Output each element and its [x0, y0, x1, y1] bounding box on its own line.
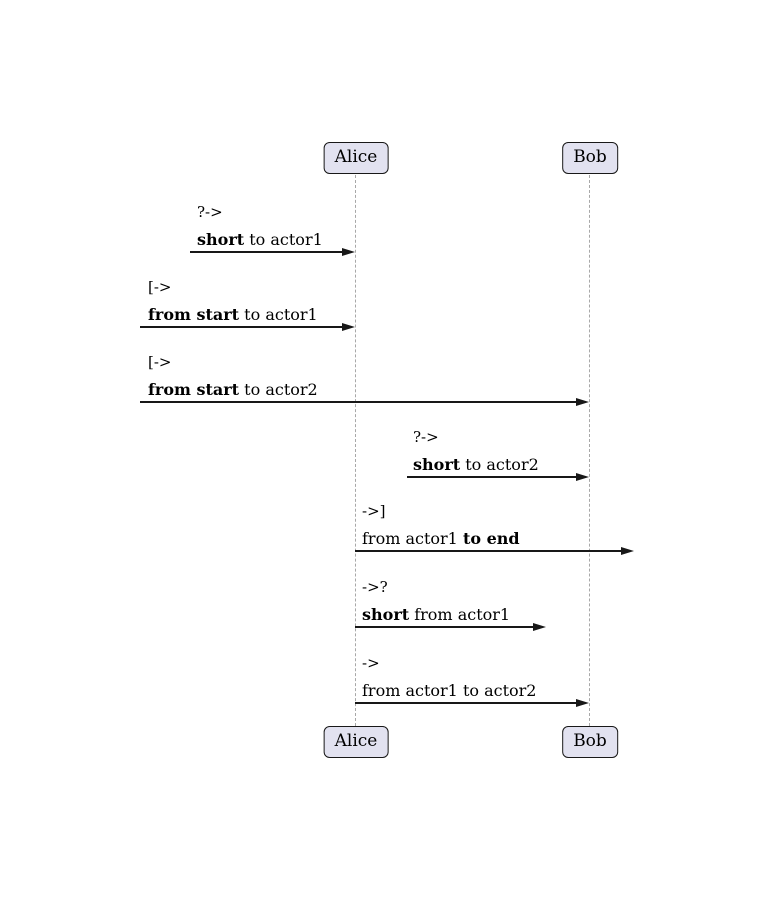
arrow-line	[140, 401, 579, 403]
label-part-bold: from start	[148, 380, 240, 399]
message-syntax-label: ->	[362, 654, 380, 672]
actor-label: Alice	[334, 731, 378, 751]
actor-top-box-bob: Bob	[562, 142, 618, 174]
message-text-label: from actor1 to actor2	[362, 680, 536, 701]
message-arrow	[190, 247, 355, 257]
actor-label: Bob	[573, 147, 607, 167]
lifeline-bob	[589, 175, 590, 726]
actor-top-box-alice: Alice	[323, 142, 389, 174]
label-part: to actor1	[244, 230, 323, 249]
message-arrow	[140, 322, 355, 332]
label-part: to actor2	[239, 380, 318, 399]
message-syntax-label: [->	[148, 353, 172, 371]
message-arrow	[355, 546, 634, 556]
message-text-label: from actor1 to end	[362, 528, 520, 549]
arrow-head-icon	[576, 472, 589, 481]
arrow-head-icon	[576, 698, 589, 707]
label-part: to actor1	[239, 305, 318, 324]
message-text-label: short to actor2	[413, 454, 539, 475]
message-syntax-label: ?->	[197, 203, 223, 221]
lifeline-alice	[355, 175, 356, 726]
arrow-line	[407, 476, 579, 478]
arrow-head-icon	[342, 322, 355, 331]
label-part: from actor1	[409, 605, 511, 624]
message-text-label: short from actor1	[362, 604, 510, 625]
arrow-head-icon	[533, 622, 546, 631]
message-syntax-label: ?->	[413, 428, 439, 446]
label-part-bold: from start	[148, 305, 240, 324]
message-arrow	[355, 622, 546, 632]
label-part-bold: short	[197, 230, 245, 249]
label-part-bold: short	[362, 605, 410, 624]
arrow-head-icon	[342, 247, 355, 256]
arrow-head-icon	[576, 397, 589, 406]
message-arrow	[355, 698, 589, 708]
message-syntax-label: [->	[148, 278, 172, 296]
arrow-line	[355, 626, 536, 628]
message-text-label: from start to actor1	[148, 304, 318, 325]
actor-label: Bob	[573, 731, 607, 751]
message-text-label: short to actor1	[197, 229, 323, 250]
arrow-line	[355, 702, 579, 704]
label-part: from actor1	[362, 529, 463, 548]
arrow-line	[355, 550, 624, 552]
actor-label: Alice	[334, 147, 378, 167]
label-part-bold: short	[413, 455, 461, 474]
message-arrow	[407, 472, 589, 482]
actor-bottom-box-bob: Bob	[562, 726, 618, 758]
arrow-line	[140, 326, 345, 328]
label-part: to actor2	[460, 455, 539, 474]
arrow-line	[190, 251, 345, 253]
actor-bottom-box-alice: Alice	[323, 726, 389, 758]
label-part: from actor1 to actor2	[362, 681, 537, 700]
message-syntax-label: ->]	[362, 502, 386, 520]
arrow-head-icon	[621, 546, 634, 555]
message-syntax-label: ->?	[362, 578, 388, 596]
message-arrow	[140, 397, 589, 407]
label-part-bold: to end	[462, 529, 520, 548]
message-text-label: from start to actor2	[148, 379, 318, 400]
